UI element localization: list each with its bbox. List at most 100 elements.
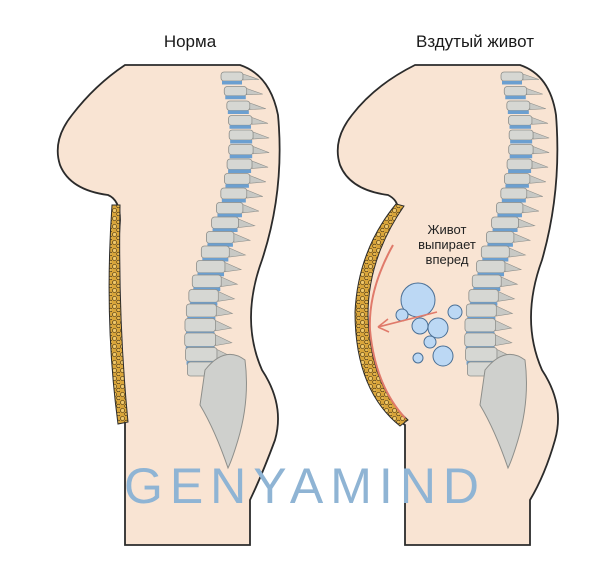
vertebra [184, 318, 216, 333]
intervertebral-disc [230, 140, 253, 144]
gas-bubble [412, 352, 424, 364]
spinous-process [496, 305, 514, 317]
spinous-process [252, 131, 270, 140]
watermark: GENYAMIND [124, 458, 486, 514]
vertebra [226, 158, 253, 170]
intervertebral-disc [507, 110, 529, 114]
intervertebral-disc [492, 228, 518, 232]
vertebra [228, 115, 253, 126]
spinous-process [252, 146, 270, 155]
intervertebral-disc [509, 154, 533, 159]
intervertebral-disc [509, 125, 532, 129]
vertebra [184, 332, 217, 347]
fat-layer [354, 203, 409, 427]
spinous-process [229, 247, 247, 258]
vertebra [196, 260, 226, 274]
gas-bubble [447, 304, 463, 320]
vertebra [496, 202, 524, 215]
spinous-process [526, 88, 543, 96]
vertebra [188, 289, 219, 303]
spinous-process [242, 204, 260, 214]
intervertebral-disc [482, 258, 509, 262]
spinous-process [498, 291, 516, 302]
vertebra [464, 318, 496, 333]
bulge-arrow [377, 311, 438, 333]
body-bloated [336, 64, 559, 546]
intervertebral-disc [501, 199, 526, 203]
spinous-process [529, 102, 546, 110]
spinous-process [249, 175, 267, 184]
intervertebral-disc [225, 95, 246, 100]
spinous-process [495, 320, 513, 332]
intervertebral-disc [477, 272, 505, 277]
intervertebral-disc [228, 169, 252, 173]
intervertebral-disc [217, 213, 242, 218]
vertebra [471, 274, 502, 288]
vertebra [508, 115, 533, 126]
spinous-process [246, 189, 263, 199]
vertebra [491, 216, 519, 229]
spinous-process [215, 334, 233, 346]
vertebra [506, 158, 533, 170]
spinous-process [242, 73, 260, 81]
spinous-process [249, 102, 266, 110]
intervertebral-disc [510, 140, 533, 144]
spinous-process [220, 276, 239, 287]
spinous-process [532, 131, 550, 140]
spinous-process [216, 305, 234, 317]
note-line: Живот [427, 222, 467, 237]
vertebra [504, 173, 531, 185]
vertebra [220, 71, 244, 82]
vertebra [500, 187, 528, 200]
spinous-process [513, 233, 532, 243]
intervertebral-disc [502, 81, 523, 85]
intervertebral-disc [505, 95, 526, 100]
intervertebral-disc [221, 199, 246, 203]
gas-bubble [423, 335, 437, 349]
gas-bubble [411, 317, 429, 335]
gas-bubble [432, 345, 454, 367]
vertebra [465, 303, 497, 318]
vertebra [486, 231, 515, 244]
spinous-process [233, 233, 252, 243]
vertebra [506, 100, 531, 111]
vertebra [508, 144, 534, 156]
intervertebral-disc [202, 258, 229, 262]
vertebra [500, 71, 524, 82]
vertebra [228, 129, 254, 141]
intervertebral-disc [487, 243, 513, 247]
spinous-process [522, 204, 540, 214]
vertebra [206, 231, 235, 244]
sacrum [479, 353, 527, 470]
intervertebral-disc [229, 154, 253, 159]
note-line: выпирает [418, 237, 476, 252]
vertebra [220, 187, 248, 200]
spinous-process [238, 218, 256, 228]
intervertebral-disc [207, 243, 233, 247]
intervertebral-disc [505, 184, 529, 188]
vertebra [465, 347, 498, 362]
spinous-process [246, 88, 263, 96]
vertebra [468, 289, 499, 303]
spinous-process [500, 276, 519, 287]
spinous-process [529, 175, 547, 184]
vertebra [503, 86, 528, 97]
intervertebral-disc [222, 81, 243, 85]
spinous-process [251, 117, 269, 125]
vertebra [226, 100, 251, 111]
gas-bubble [427, 317, 449, 339]
abdominal-wall-line [368, 244, 406, 419]
spinous-process [495, 334, 513, 346]
spinous-process [509, 247, 527, 258]
fat-layer [108, 204, 129, 425]
spinous-process [531, 160, 549, 169]
intervertebral-disc [197, 272, 225, 277]
vertebra [216, 202, 244, 215]
spine [464, 71, 550, 377]
intervertebral-disc [497, 213, 522, 218]
vertebra [191, 274, 222, 288]
vertebra [223, 86, 248, 97]
vertebra [185, 303, 217, 318]
vertebra [508, 129, 534, 141]
